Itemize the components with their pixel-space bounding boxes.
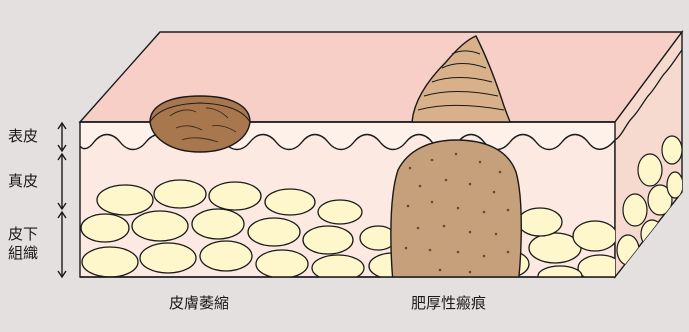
double-arrow-icon [57, 121, 67, 279]
caption-skin-atrophy: 皮膚萎縮 [169, 294, 230, 312]
label-subcutis-line2: 組織 [8, 244, 39, 262]
fat-cell-layer [80, 179, 615, 277]
label-epidermis: 表皮 [8, 127, 39, 145]
atrophy-texture [169, 107, 237, 143]
atrophy-rim [149, 102, 251, 123]
label-dermis: 真皮 [8, 172, 39, 190]
scar-texture-dots [404, 152, 510, 274]
side-epidermis-line [614, 49, 683, 141]
label-subcutis-line1: 皮下 [8, 225, 39, 243]
scar-cone-ridges [417, 50, 505, 111]
caption-hypertrophic-scar: 肥厚性瘢痕 [411, 294, 487, 312]
atrophy-lesion [149, 95, 251, 153]
hypertrophic-scar [390, 139, 522, 277]
scar-raised-cone [411, 35, 511, 123]
